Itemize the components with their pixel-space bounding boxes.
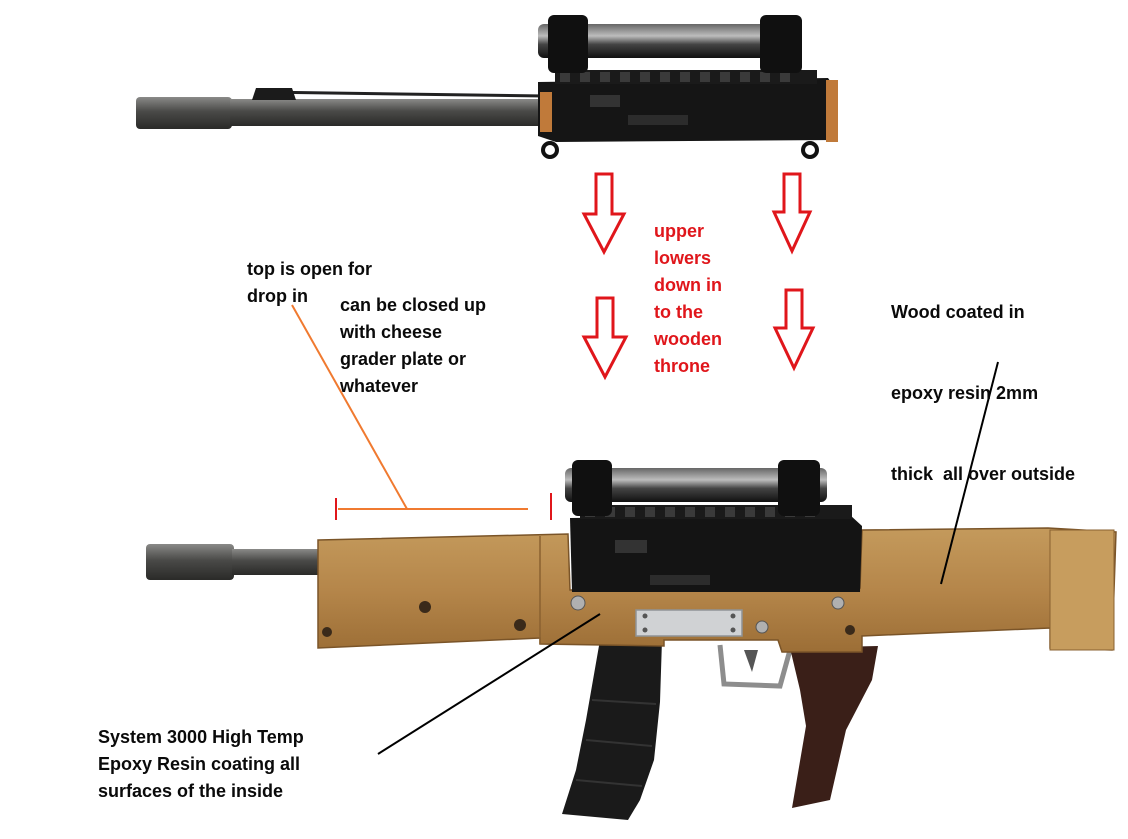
label-line: wooden bbox=[654, 329, 722, 349]
muzzle-device bbox=[136, 97, 232, 129]
orange-leader bbox=[291, 304, 552, 520]
assembled-rifle bbox=[146, 460, 1117, 820]
label-line: grader plate or bbox=[340, 349, 467, 369]
label-line: System 3000 High Temp bbox=[98, 727, 304, 747]
down-arrow-icon bbox=[581, 296, 629, 381]
label-line: thick all over outside bbox=[891, 464, 1076, 484]
label-line: with cheese bbox=[340, 322, 443, 342]
pistol-grip bbox=[790, 646, 878, 808]
label-line: epoxy resin 2mm bbox=[891, 383, 1039, 403]
label-line: surfaces of the inside bbox=[98, 781, 284, 801]
label-line: whatever bbox=[340, 376, 419, 396]
down-arrow-icon bbox=[771, 172, 813, 255]
label-upper-lowers: upper lowers down in to the wooden thron… bbox=[654, 218, 722, 380]
down-arrows bbox=[581, 172, 816, 381]
resin-leader-line bbox=[377, 613, 601, 755]
label-line: throne bbox=[654, 356, 710, 376]
label-line: lowers bbox=[654, 248, 712, 268]
label-line: top is open for bbox=[247, 259, 372, 279]
label-wood-coated: Wood coated in epoxy resin 2mm thick all… bbox=[891, 245, 1075, 515]
down-arrow-icon bbox=[772, 288, 816, 372]
label-line: drop in bbox=[247, 286, 308, 306]
down-arrow-icon bbox=[581, 172, 627, 256]
label-top-open: top is open for drop in bbox=[247, 256, 372, 310]
wood-leader-line bbox=[940, 361, 999, 585]
upper-receiver-assembly bbox=[136, 15, 838, 159]
label-line: down in bbox=[654, 275, 722, 295]
scope bbox=[538, 24, 800, 58]
label-line: Wood coated in bbox=[891, 302, 1025, 322]
label-line: to the bbox=[654, 302, 703, 322]
label-line: Epoxy Resin coating all bbox=[98, 754, 301, 774]
barrel bbox=[230, 99, 545, 126]
magazine bbox=[562, 640, 662, 820]
aluminium-plate bbox=[635, 609, 743, 637]
label-system3000: System 3000 High Temp Epoxy Resin coatin… bbox=[98, 724, 304, 805]
label-closed-up: can be closed up with cheese grader plat… bbox=[340, 292, 486, 400]
label-line: can be closed up bbox=[340, 295, 487, 315]
label-line: upper bbox=[654, 221, 705, 241]
